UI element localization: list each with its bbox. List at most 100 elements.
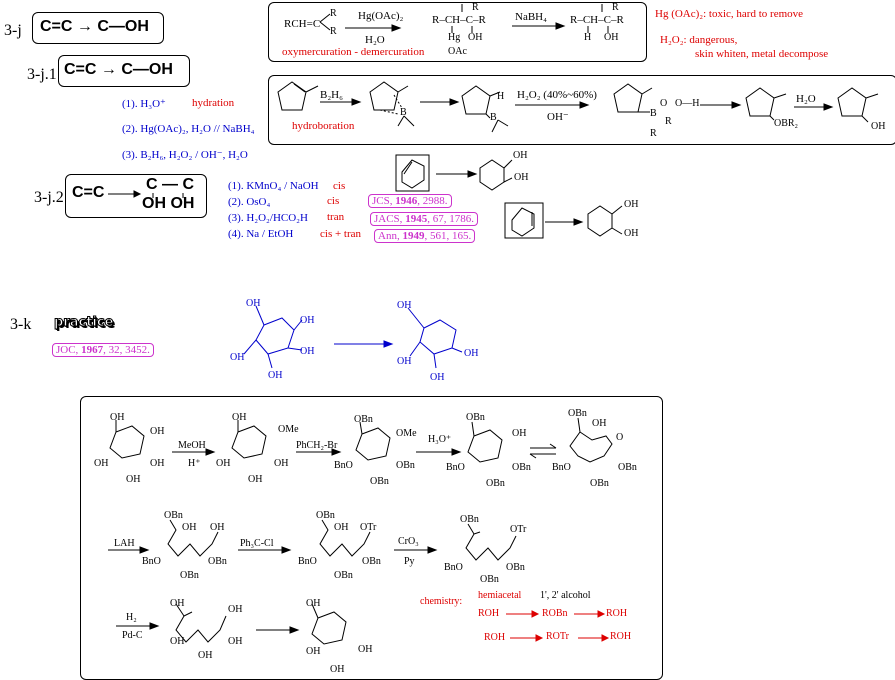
method-1: (1). H₃O⁺ xyxy=(122,98,166,110)
s9-oh: OH xyxy=(170,598,185,609)
section-3j1-label: 3-j.1 xyxy=(27,66,57,83)
r-h3o: H₃O⁺ xyxy=(428,434,452,445)
chem-r1-c: ROH xyxy=(606,608,628,619)
hb-oh-final: OH xyxy=(871,121,886,132)
oxy-reagent3: NaBH₄ xyxy=(515,11,547,23)
hb-b2h6: B₂H₆ xyxy=(320,89,343,101)
diol-method-4: (4). Na / EtOH xyxy=(228,228,294,240)
r-meoh: MeOH xyxy=(178,440,206,451)
s4-bno: BnO xyxy=(446,462,465,473)
glc-oh-top: OH xyxy=(246,298,261,309)
r-py: Py xyxy=(404,556,415,567)
oxy-int-OAc: OAc xyxy=(448,46,467,57)
hb-B3: B xyxy=(650,108,657,119)
s7-bno: BnO xyxy=(298,556,317,567)
reaction-3j2-rhs-top: C — C xyxy=(146,176,194,193)
s2-ome: OMe xyxy=(278,424,299,435)
s6-bno: BnO xyxy=(142,556,161,567)
reaction-3j2-lhs: C=C xyxy=(72,184,105,201)
r-trcl: Ph₃C-Cl xyxy=(240,538,274,549)
ref-jacs-journal: JACS, xyxy=(374,213,406,225)
oxy-int-OH: OH xyxy=(468,32,483,43)
s1-oh-3: OH xyxy=(94,458,109,469)
section-3j2-label: 3-j.2 xyxy=(34,189,64,206)
s8-obn: OBn xyxy=(460,514,479,525)
s4-obn-3: OBn xyxy=(486,478,505,489)
s10-oh-3: OH xyxy=(358,644,373,655)
ref-jacs-rest: , 67, 1786. xyxy=(427,213,474,225)
s5-obn: OBn xyxy=(568,408,587,419)
ref-jcs-journal: JCS, xyxy=(372,195,396,207)
s3-obn-2: OBn xyxy=(396,460,415,471)
s1-oh-4: OH xyxy=(150,458,165,469)
s7-obn-2: OBn xyxy=(362,556,381,567)
diol-stereo-4: cis + tran xyxy=(320,228,362,240)
tgt-oh-left: OH xyxy=(397,356,412,367)
s6-obn-3: OBn xyxy=(180,570,199,581)
hg-note: Hg (OAc)₂: toxic, hard to remove xyxy=(655,8,804,20)
s9-oh-5: OH xyxy=(198,650,213,661)
s1-oh: OH xyxy=(110,412,125,423)
chem-hemiacetal: hemiacetal xyxy=(478,590,522,601)
ref-joc-year: 1967 xyxy=(81,344,104,356)
s5-o: O xyxy=(616,432,624,443)
s9-oh-2: OH xyxy=(228,604,243,615)
reaction-3j2-rhs-bottom: OH OH xyxy=(142,195,195,212)
s10-oh: OH xyxy=(306,598,321,609)
r-h2: H₂ xyxy=(126,612,137,623)
glc-oh-bottom: OH xyxy=(268,370,283,381)
glc-oh-left: OH xyxy=(230,352,245,363)
s7-obn-3: OBn xyxy=(334,570,353,581)
tgt-oh-top: OH xyxy=(397,300,412,311)
oxy-reagent2: H₂O xyxy=(365,34,385,46)
reaction-box-3j2 xyxy=(65,174,207,218)
s8-obn-3: OBn xyxy=(480,574,499,585)
s3-obn-3: OBn xyxy=(370,476,389,487)
oxy-start: RCH=C xyxy=(284,18,321,30)
hydroboration-caption: hydroboration xyxy=(292,120,355,132)
oxy-R2: R xyxy=(330,26,337,37)
ref-joc: JOC, 1967, 32, 3452. xyxy=(52,343,154,357)
diol-oh-4: OH xyxy=(624,228,639,239)
h2o2-note1: H₂O₂: dangerous, xyxy=(660,34,738,46)
hb-H: H xyxy=(497,91,505,102)
ref-jacs-year: 1945 xyxy=(405,213,428,225)
diol-method-2: (2). OsO₄ xyxy=(228,196,271,208)
r-pdc: Pd-C xyxy=(122,630,143,641)
hb-OH-link: O—H xyxy=(675,98,700,109)
diol-oh-2: OH xyxy=(514,172,529,183)
chem-label: chemistry: xyxy=(420,596,463,607)
ref-jcs-rest: , 2988. xyxy=(417,195,448,207)
oxy-prod-chain: R–CH–C–R xyxy=(570,14,624,26)
s1-oh-2: OH xyxy=(150,426,165,437)
hb-oh: OH⁻ xyxy=(547,111,569,123)
s10-oh-4: OH xyxy=(330,664,345,675)
s10-oh-2: OH xyxy=(306,646,321,657)
reaction-box-3j1 xyxy=(58,55,190,87)
hb-R2: R xyxy=(650,128,657,139)
s8-otr: OTr xyxy=(510,524,527,535)
ref-jcs-year: 1946 xyxy=(395,195,418,207)
tgt-oh-bottom: OH xyxy=(430,372,445,383)
s4-obn: OBn xyxy=(466,412,485,423)
s7-obn: OBn xyxy=(316,510,335,521)
s2-oh-2: OH xyxy=(216,458,231,469)
s4-obn-2: OBn xyxy=(512,462,531,473)
chem-r2-c: ROH xyxy=(610,631,632,642)
hb-O: O xyxy=(660,98,668,109)
s2-oh-3: OH xyxy=(274,458,289,469)
hb-B1: B xyxy=(400,107,407,118)
chem-r1-a: ROH xyxy=(478,608,500,619)
s9-oh-3: OH xyxy=(170,636,185,647)
h2o2-note2: skin whiten, metal decompose xyxy=(695,48,829,60)
oxy-caption: oxymercuration - demercuration xyxy=(282,46,425,58)
section-3k-label: 3-k xyxy=(10,316,32,333)
oxy-reagent1: Hg(OAc)₂ xyxy=(358,10,404,22)
ref-joc-journal: JOC, xyxy=(56,344,82,356)
hb-B2: B xyxy=(490,112,497,123)
s5-bno: BnO xyxy=(552,462,571,473)
practice-title: practice xyxy=(53,315,114,331)
hb-h2o: H₂O xyxy=(796,93,816,105)
